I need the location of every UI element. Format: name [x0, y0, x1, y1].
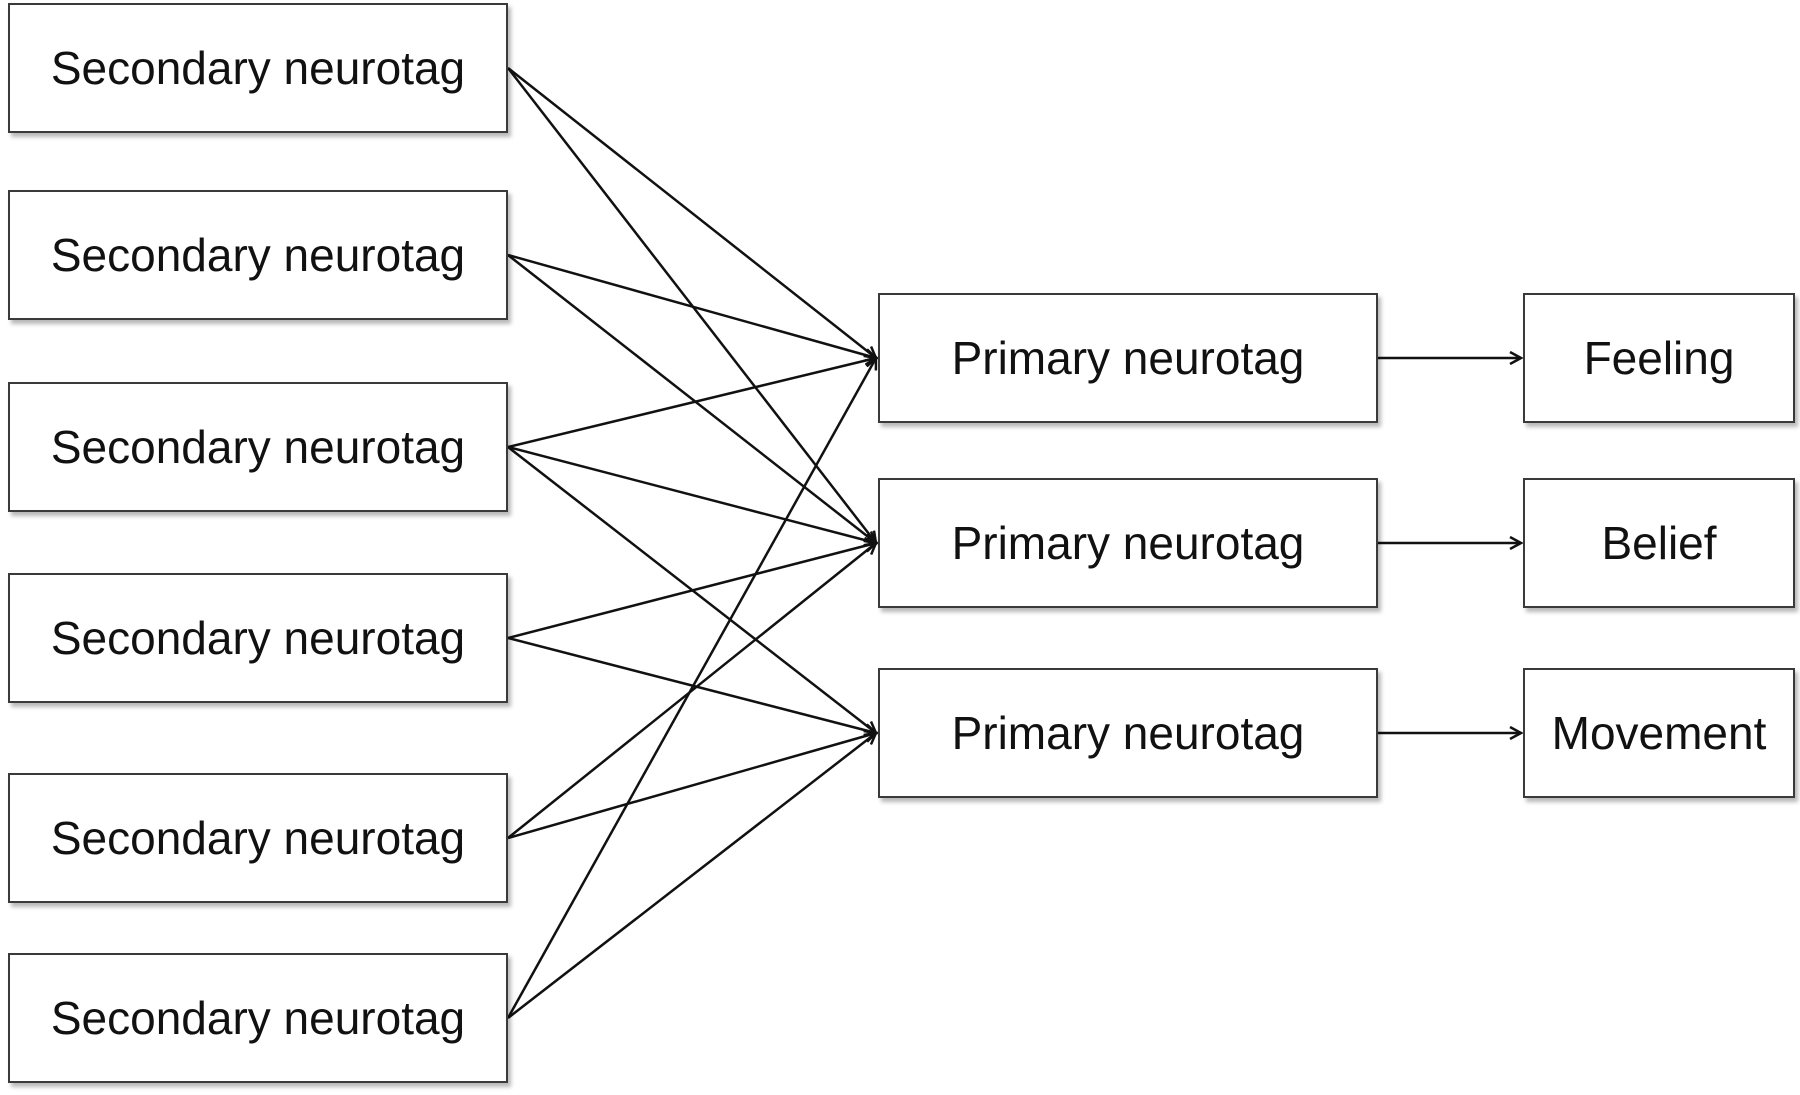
output-belief-box: Belief	[1523, 478, 1795, 608]
output-movement-box: Movement	[1523, 668, 1795, 798]
secondary-neurotag-label: Secondary neurotag	[50, 812, 466, 864]
connector-arrow	[507, 733, 876, 840]
connector-arrow	[507, 445, 876, 543]
connector-arrow	[507, 67, 876, 358]
primary-neurotag-box: Primary neurotag	[878, 668, 1378, 798]
secondary-neurotag-label: Secondary neurotag	[50, 421, 466, 473]
output-label: Belief	[1601, 517, 1717, 569]
connector-arrow	[507, 253, 876, 358]
secondary-neurotag-label: Secondary neurotag	[50, 612, 466, 664]
secondary-neurotag-box: Secondary neurotag	[8, 953, 508, 1083]
secondary-neurotag-box: Secondary neurotag	[8, 3, 508, 133]
connector-arrow	[507, 543, 876, 640]
secondary-neurotag-box: Secondary neurotag	[8, 773, 508, 903]
primary-neurotag-box: Primary neurotag	[878, 478, 1378, 608]
output-label: Feeling	[1583, 332, 1735, 384]
secondary-neurotag-box: Secondary neurotag	[8, 382, 508, 512]
connector-arrow	[507, 358, 876, 449]
secondary-neurotag-label: Secondary neurotag	[50, 229, 466, 281]
connector-arrow	[507, 733, 876, 1019]
primary-neurotag-label: Primary neurotag	[951, 332, 1305, 384]
output-feeling-box: Feeling	[1523, 293, 1795, 423]
secondary-neurotag-label: Secondary neurotag	[50, 42, 466, 94]
primary-neurotag-label: Primary neurotag	[951, 517, 1305, 569]
secondary-neurotag-label: Secondary neurotag	[50, 992, 466, 1044]
connector-arrow	[507, 254, 876, 543]
output-label: Movement	[1551, 707, 1767, 759]
secondary-neurotag-box: Secondary neurotag	[8, 573, 508, 703]
primary-neurotag-box: Primary neurotag	[878, 293, 1378, 423]
connector-arrow	[506, 358, 876, 1019]
secondary-neurotag-box: Secondary neurotag	[8, 190, 508, 320]
primary-neurotag-label: Primary neurotag	[951, 707, 1305, 759]
